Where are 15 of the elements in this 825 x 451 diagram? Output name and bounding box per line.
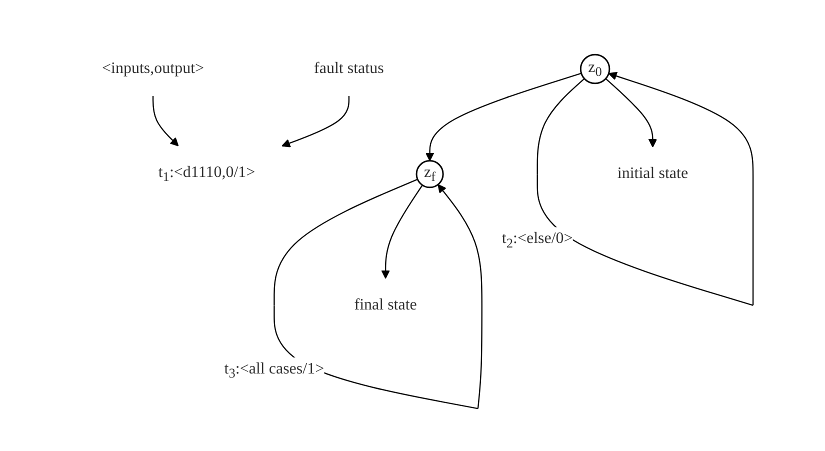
edge-label: t$_{3}$:<all cases/1>	[224, 360, 324, 381]
node-text: initial state	[617, 165, 688, 182]
arrow	[605, 78, 658, 148]
arrow	[282, 96, 350, 148]
arrow	[536, 72, 754, 306]
node-text: t$_{1}$:<d1110,0/1>	[158, 164, 256, 184]
edge-label: t$_{2}$:<else/0>	[502, 230, 573, 251]
node-circle: z$_{0}$	[580, 54, 610, 84]
node-circle: z$_{f}$	[416, 160, 444, 188]
arrow	[381, 184, 423, 279]
node-text: final state	[354, 296, 417, 314]
arrow	[425, 72, 582, 162]
node-text: <inputs,output>	[102, 60, 204, 78]
node-text: fault status	[314, 60, 384, 78]
arrow	[152, 96, 179, 147]
